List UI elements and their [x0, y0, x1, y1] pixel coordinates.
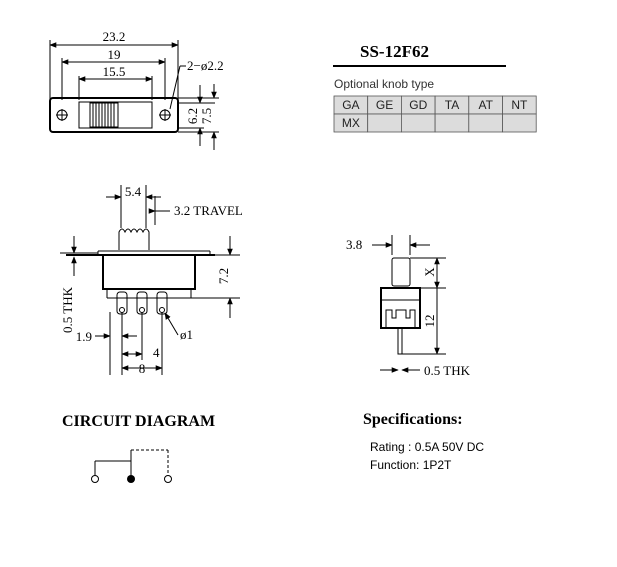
slot-outline: [78, 101, 153, 129]
pin-hole-label: ø1: [180, 327, 193, 342]
knob-type-ta: TA: [445, 98, 459, 112]
knob-type-caption: Optional knob type: [334, 77, 434, 91]
specifications-title: Specifications:: [363, 411, 463, 428]
overall-length-label: 23.2: [103, 29, 126, 44]
knob-table-cell: [367, 113, 402, 133]
side-body: [380, 287, 421, 329]
mounting-plate: [49, 97, 179, 133]
actuator-knob: [118, 228, 150, 250]
terminal-common: [127, 475, 135, 483]
travel-label: 3.2 TRAVEL: [174, 203, 243, 218]
part-header: SS-12F62 Optional knob type: [333, 42, 506, 91]
terminal-pins: [116, 291, 168, 315]
knob-table-cell: [468, 113, 503, 133]
specifications-section: Specifications: Rating : 0.5A 50V DC Fun…: [363, 411, 484, 472]
side-pin: [397, 327, 403, 355]
circuit-diagram-title: CIRCUIT DIAGRAM: [62, 413, 215, 430]
pin-offset-label: 1.9: [76, 329, 92, 344]
pin-pitch-label: 4: [153, 345, 160, 360]
front-view: 5.4 3.2 TRAVEL 7.2: [60, 184, 243, 376]
part-number: SS-12F62: [360, 42, 429, 61]
hole-spec-label: 2−ø2.2: [187, 58, 224, 73]
slider-knob: [89, 102, 119, 128]
top-view: 23.2 19 15.5 2−ø2.2: [49, 29, 224, 150]
function-text: Function: 1P2T: [370, 458, 452, 472]
knob-type-gd: GD: [409, 98, 427, 112]
knob-table-cell: [434, 113, 470, 133]
side-knob: [391, 257, 411, 287]
circuit-section: CIRCUIT DIAGRAM: [62, 413, 215, 483]
side-body-height-label: 12: [422, 315, 437, 328]
plate-thickness-label: 0.5 THK: [60, 286, 75, 333]
body-height-label: 7.2: [216, 268, 231, 284]
pin-span-label: 8: [139, 361, 146, 376]
knob-type-mx: MX: [342, 116, 360, 130]
side-knob-width-label: 3.8: [346, 237, 362, 252]
knob-type-at: AT: [478, 98, 493, 112]
knob-type-table: GA GE GD TA AT NT MX: [333, 95, 537, 133]
inner-height-label: 6.2: [185, 108, 200, 124]
terminal-left: [91, 475, 99, 483]
knob-table-cell: [400, 113, 436, 133]
knob-width-label: 5.4: [125, 184, 142, 199]
side-view: 3.8 X 12 0.5 THK: [346, 235, 471, 378]
switch-body: [102, 254, 196, 290]
side-thickness-label: 0.5 THK: [424, 363, 471, 378]
body-length-label: 15.5: [103, 64, 126, 79]
rating-text: Rating : 0.5A 50V DC: [370, 440, 484, 454]
terminal-right: [164, 475, 172, 483]
knob-type-ga: GA: [342, 98, 359, 112]
outer-height-label: 7.5: [199, 108, 214, 124]
side-knob-height-label: X: [422, 267, 437, 277]
knob-table-cell: [502, 113, 537, 133]
knob-type-nt: NT: [511, 98, 528, 112]
hole-pitch-label: 19: [108, 47, 121, 62]
knob-type-ge: GE: [376, 98, 393, 112]
